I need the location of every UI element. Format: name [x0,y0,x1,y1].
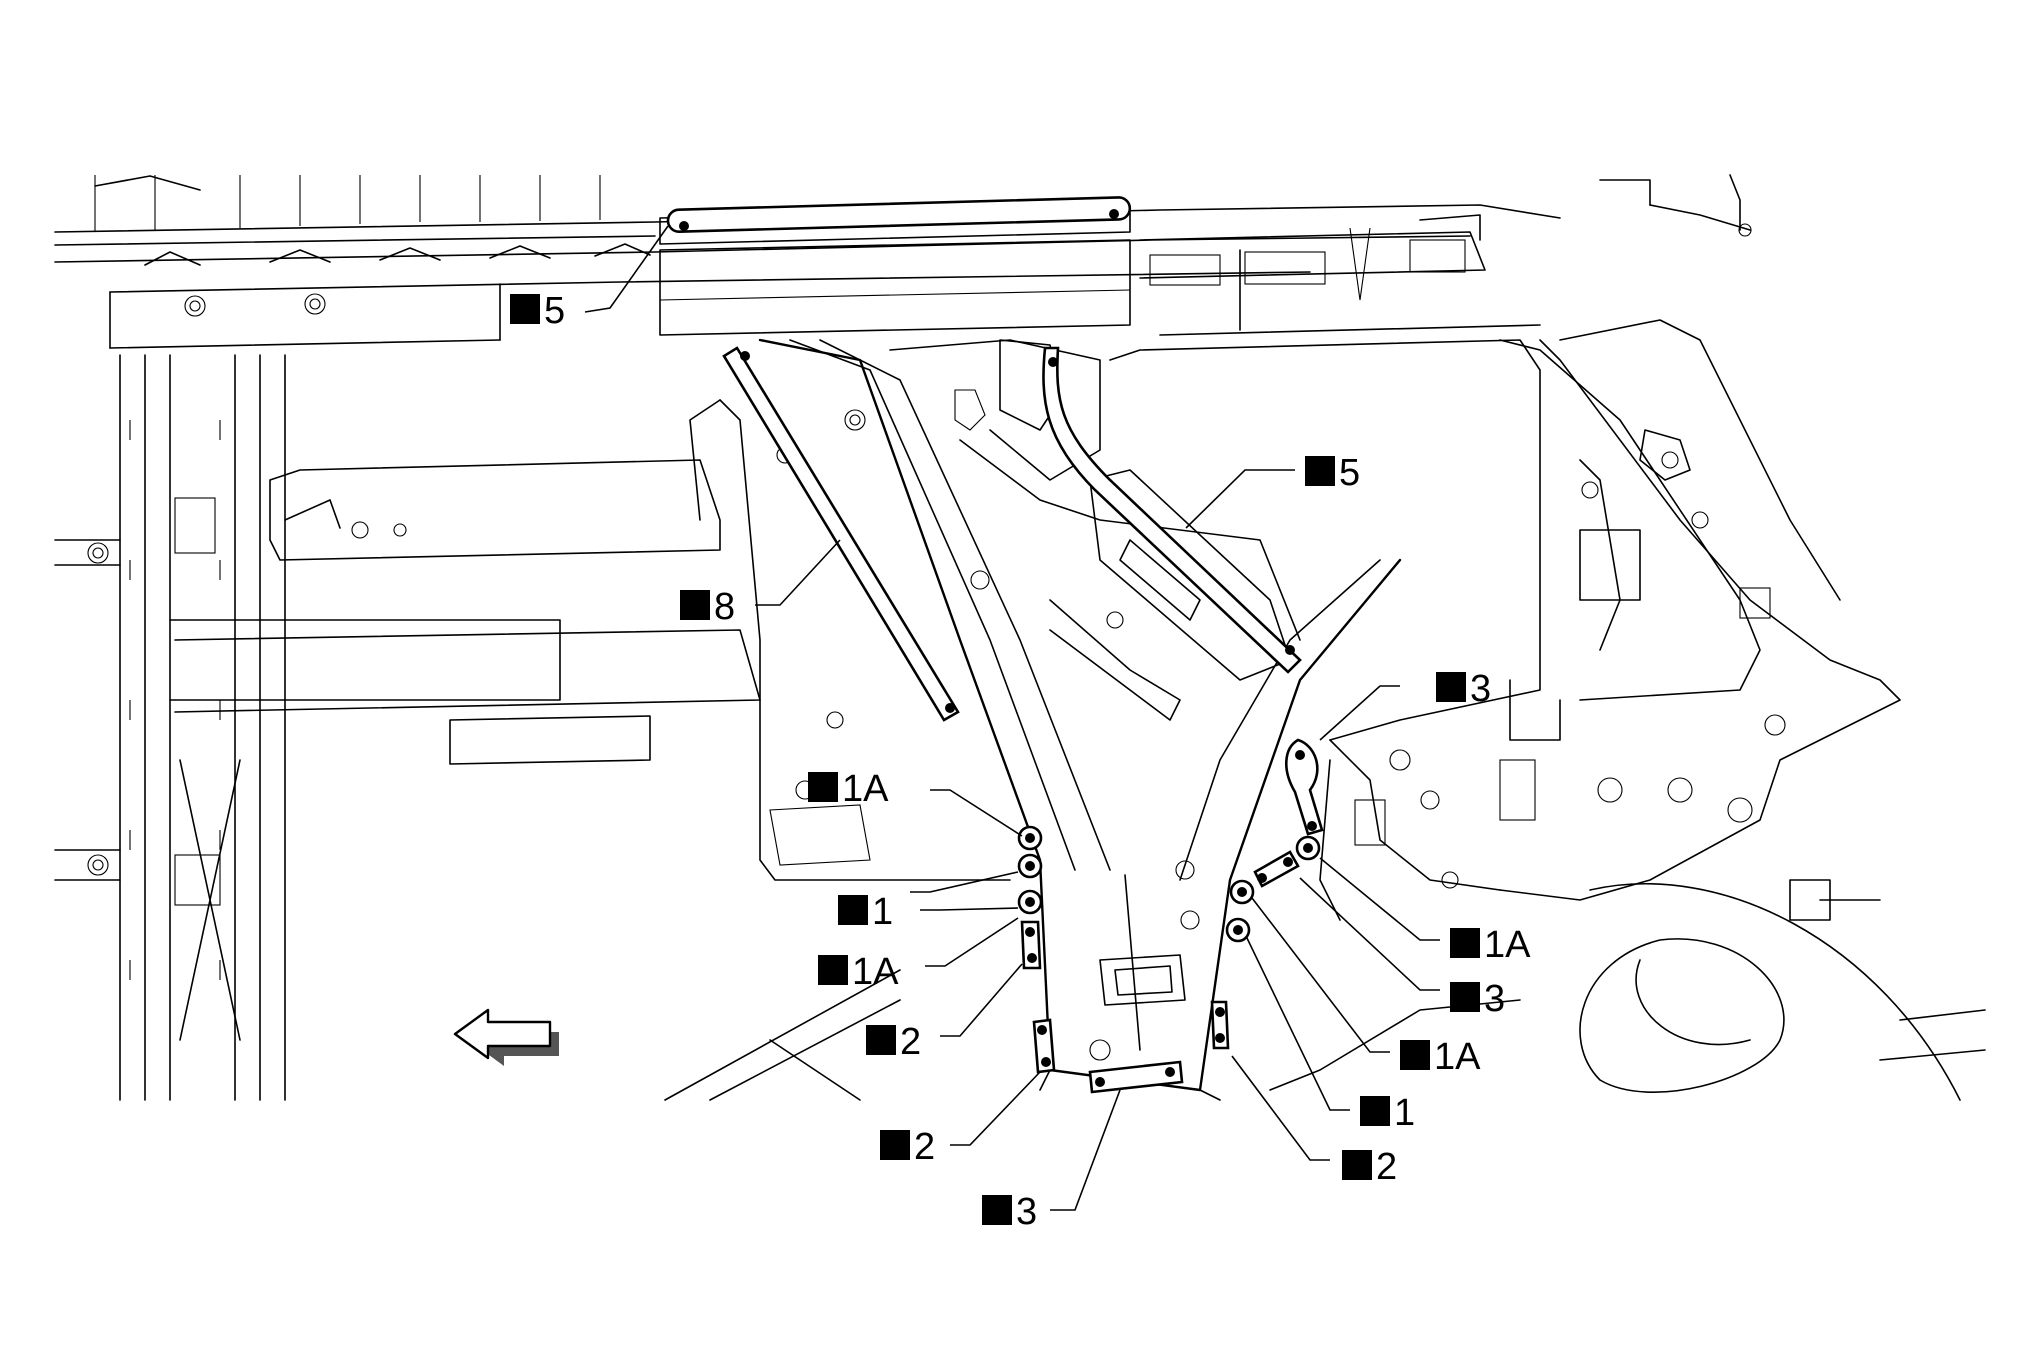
callout-3-right: 3 [1450,978,1505,1020]
svg-text:3: 3 [1470,668,1491,710]
right-structure [1109,214,1986,1101]
svg-text:2: 2 [1376,1146,1397,1188]
svg-text:1A: 1A [1434,1036,1481,1078]
callouts: 5 5 8 3 1A 1 1A 2 [510,290,1531,1233]
callout-5-upper: 5 [510,290,565,332]
leader-lines [584,225,1440,1211]
svg-text:1: 1 [872,891,893,933]
svg-text:3: 3 [1016,1191,1037,1233]
svg-text:1: 1 [1394,1092,1415,1134]
callout-2-left-lower: 2 [880,1126,935,1168]
svg-text:1A: 1A [842,768,889,810]
callout-1a-right-lower: 1A [1400,1036,1481,1078]
callout-5-right: 5 [1305,452,1360,494]
callout-1-left: 1 [838,891,893,933]
callout-2-left-upper: 2 [866,1021,921,1063]
left-pillar [54,354,561,1101]
svg-text:3: 3 [1484,978,1505,1020]
svg-text:1A: 1A [1484,924,1531,966]
svg-text:2: 2 [900,1021,921,1063]
svg-text:8: 8 [714,586,735,628]
callout-2-right: 2 [1342,1146,1397,1188]
callout-3-upper-right: 3 [1436,668,1491,710]
callout-1a-left-lower: 1A [818,951,899,993]
upper-rail [54,174,1752,349]
svg-text:5: 5 [1339,452,1360,494]
front-arrow-icon [453,1008,559,1066]
svg-text:2: 2 [914,1126,935,1168]
callout-1a-right-upper: 1A [1450,924,1531,966]
seam-highlights [666,196,1324,1094]
callout-1-right: 1 [1360,1092,1415,1134]
callout-8: 8 [680,586,735,628]
left-inner-structure [174,399,1011,1101]
svg-text:1A: 1A [852,951,899,993]
callout-1a-left-upper: 1A [808,768,889,810]
svg-text:5: 5 [544,290,565,332]
callout-3-bottom: 3 [982,1191,1037,1233]
